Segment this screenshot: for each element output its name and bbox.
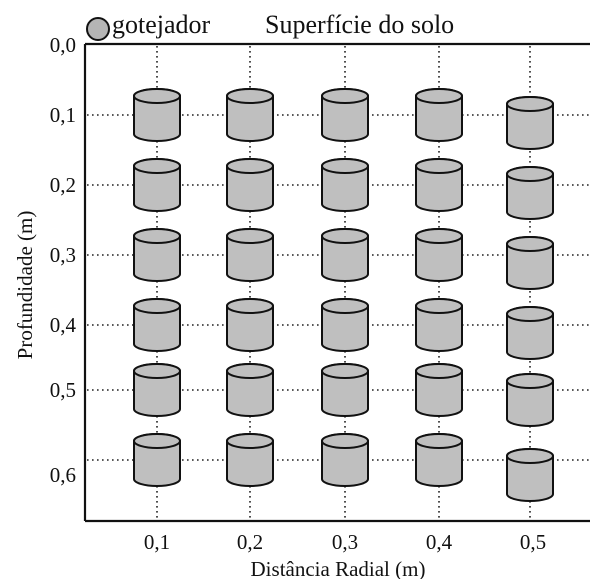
sensor-cylinder (415, 433, 463, 487)
x-tick-label: 0,5 (520, 530, 546, 554)
sensor-cylinder (226, 433, 274, 487)
sensor-cylinder (321, 158, 369, 212)
y-tick-label: 0,4 (50, 313, 77, 337)
sensor-cylinder-top (415, 158, 463, 174)
sensor-cylinder (415, 158, 463, 212)
sensor-cylinder-top (226, 298, 274, 314)
sensor-cylinder (321, 88, 369, 142)
sensor-cylinder (415, 363, 463, 417)
sensor-cylinder-top (506, 166, 554, 182)
sensor-cylinder-top (415, 228, 463, 244)
sensor-cylinder (321, 363, 369, 417)
sensor-cylinder-top (133, 433, 181, 449)
sensor-cylinder (133, 433, 181, 487)
sensor-cylinder (415, 88, 463, 142)
sensor-cylinder-top (415, 433, 463, 449)
y-axis-title: Profundidade (m) (13, 211, 37, 360)
y-tick-label: 0,3 (50, 243, 76, 267)
sensor-cylinder (321, 433, 369, 487)
sensor-cylinder-top (415, 298, 463, 314)
x-tick-label: 0,3 (332, 530, 358, 554)
sensor-cylinder (506, 236, 554, 290)
sensor-cylinder (226, 228, 274, 282)
y-tick-labels: 0,0 0,1 0,2 0,3 0,4 0,5 0,6 (50, 33, 77, 487)
sensor-cylinder (226, 363, 274, 417)
sensor-cylinder (506, 373, 554, 427)
sensor-cylinder-top (506, 236, 554, 252)
x-tick-label: 0,2 (237, 530, 263, 554)
x-axis-title: Distância Radial (m) (251, 557, 426, 579)
sensor-cylinder-top (226, 228, 274, 244)
sensor-cylinder-top (133, 228, 181, 244)
emitter-icon (86, 17, 110, 41)
sensor-cylinder-top (226, 433, 274, 449)
soil-surface-label: Superfície do solo (265, 10, 454, 39)
sensor-cylinder-top (321, 228, 369, 244)
sensor-cylinder-top (133, 363, 181, 379)
y-tick-label: 0,6 (50, 463, 76, 487)
sensor-cylinder (226, 298, 274, 352)
sensor-cylinder-top (415, 363, 463, 379)
sensor-cylinder-top (226, 88, 274, 104)
sensor-cylinder (226, 88, 274, 142)
sensor-cylinder (226, 158, 274, 212)
sensor-cylinder-top (321, 88, 369, 104)
y-tick-label: 0,1 (50, 103, 76, 127)
sensor-cylinder (506, 448, 554, 502)
sensor-cylinder (133, 228, 181, 282)
sensor-cylinder-top (321, 158, 369, 174)
x-tick-label: 0,1 (144, 530, 170, 554)
sensor-cylinder-top (226, 363, 274, 379)
sensor-cylinder (133, 88, 181, 142)
sensor-cylinder-top (133, 158, 181, 174)
sensor-cylinder-top (506, 373, 554, 389)
sensor-cylinder (321, 298, 369, 352)
plot-frame (83, 42, 590, 523)
sensor-cylinder (133, 298, 181, 352)
sensor-cylinder (506, 306, 554, 360)
sensor-cylinder-top (415, 88, 463, 104)
emitter-label: gotejador (112, 10, 211, 39)
x-tick-labels: 0,1 0,2 0,3 0,4 0,5 (144, 530, 546, 554)
sensor-cylinder (506, 166, 554, 220)
y-tick-label: 0,2 (50, 173, 76, 197)
sensor-cylinder-top (506, 96, 554, 112)
x-tick-label: 0,4 (426, 530, 453, 554)
sensor-cylinder-top (226, 158, 274, 174)
sensor-cylinder-top (506, 306, 554, 322)
sensor-cylinder (415, 228, 463, 282)
sensor-cylinder (321, 228, 369, 282)
sensor-cylinder (506, 96, 554, 150)
sensor-cylinder-top (133, 298, 181, 314)
sensor-cylinder-top (321, 363, 369, 379)
sensor-cylinder-top (506, 448, 554, 464)
sensor-cylinder (133, 363, 181, 417)
sensor-cylinder (133, 158, 181, 212)
sensor-cylinder (415, 298, 463, 352)
sensor-cylinder-top (133, 88, 181, 104)
sensor-cylinder-top (321, 298, 369, 314)
sensor-grid (133, 88, 554, 502)
sensor-cylinder-top (321, 433, 369, 449)
y-tick-label: 0,5 (50, 378, 76, 402)
y-tick-label: 0,0 (50, 33, 76, 57)
